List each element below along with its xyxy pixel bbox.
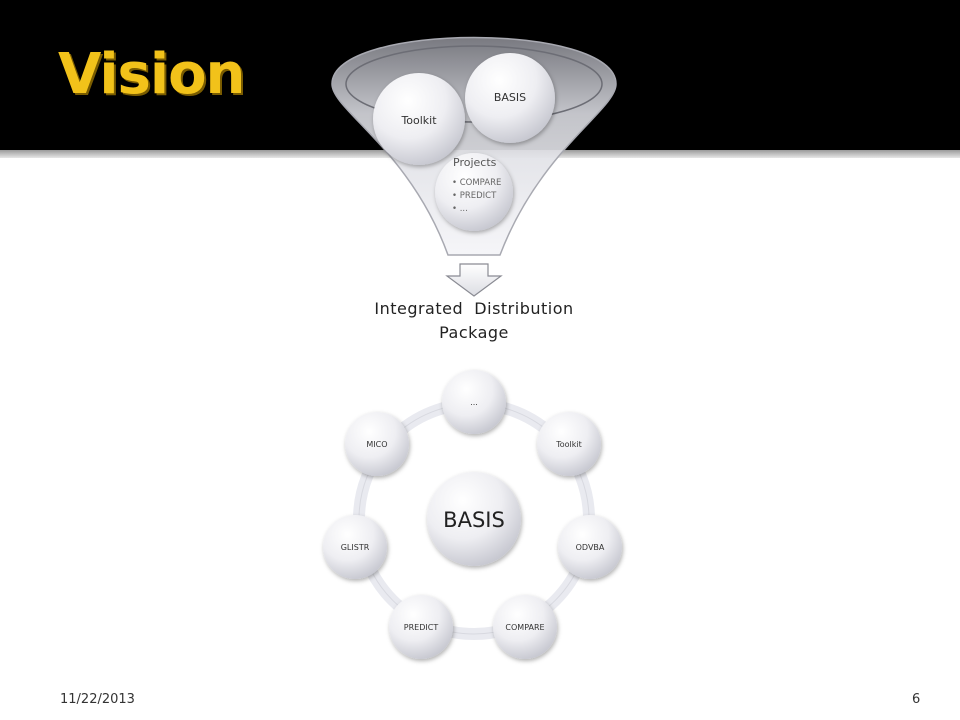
projects-item-2: PREDICT: [460, 191, 497, 201]
cycle-node-toolkit: Toolkit: [537, 412, 601, 476]
cycle-node-compare: COMPARE: [493, 595, 557, 659]
footer-date: 11/22/2013: [60, 692, 135, 707]
cycle-node-label: Toolkit: [555, 440, 582, 449]
cycle-node-odvba: ODVBA: [558, 515, 622, 579]
cycle-node-glistr: GLISTR: [323, 515, 387, 579]
page-number: 6: [912, 692, 921, 707]
projects-bullet-3: • ...: [452, 204, 468, 214]
funnel-circle-projects: Projects • COMPARE • PREDICT • ...: [435, 153, 513, 231]
caption-line-2: Package: [439, 323, 509, 342]
basis-circle: [465, 53, 555, 143]
node-circle: [537, 412, 601, 476]
funnel-circle-basis: BASIS: [465, 53, 555, 143]
projects-bullet-1: • COMPARE: [452, 178, 501, 188]
node-circle: [558, 515, 622, 579]
projects-circle: [435, 153, 513, 231]
cycle-center: BASIS: [427, 472, 521, 566]
cycle-node-label: ODVBA: [576, 543, 605, 552]
funnel-toolkit-label: Toolkit: [400, 114, 437, 127]
down-arrow-icon: [445, 263, 503, 297]
node-circle: [323, 515, 387, 579]
node-circle: [345, 412, 409, 476]
slide-title: Vision: [58, 42, 245, 107]
node-circle: [493, 595, 557, 659]
cycle-node-label: MICO: [366, 440, 387, 449]
funnel-circle-toolkit: Toolkit: [373, 73, 465, 165]
projects-bullet-2: • PREDICT: [452, 191, 497, 201]
node-circle: [442, 370, 506, 434]
cycle-node-label: ...: [470, 398, 478, 407]
cycle-node-label: COMPARE: [505, 623, 544, 632]
caption-line-1: Integrated Distribution: [374, 299, 574, 318]
cycle-node-label: PREDICT: [404, 623, 439, 632]
center-circle: [427, 472, 521, 566]
projects-item-1: COMPARE: [460, 178, 502, 188]
cycle-node-ellipsis: ...: [442, 370, 506, 434]
projects-item-3: ...: [460, 204, 468, 214]
toolkit-circle: [373, 73, 465, 165]
projects-heading: Projects: [453, 156, 497, 169]
cycle-node-label: GLISTR: [341, 543, 370, 552]
node-circle: [389, 595, 453, 659]
funnel-basis-label: BASIS: [494, 91, 526, 104]
output-caption: Integrated Distribution Package: [350, 297, 598, 345]
cycle-node-predict: PREDICT: [389, 595, 453, 659]
cycle-center-label: BASIS: [443, 508, 505, 532]
cycle-node-mico: MICO: [345, 412, 409, 476]
